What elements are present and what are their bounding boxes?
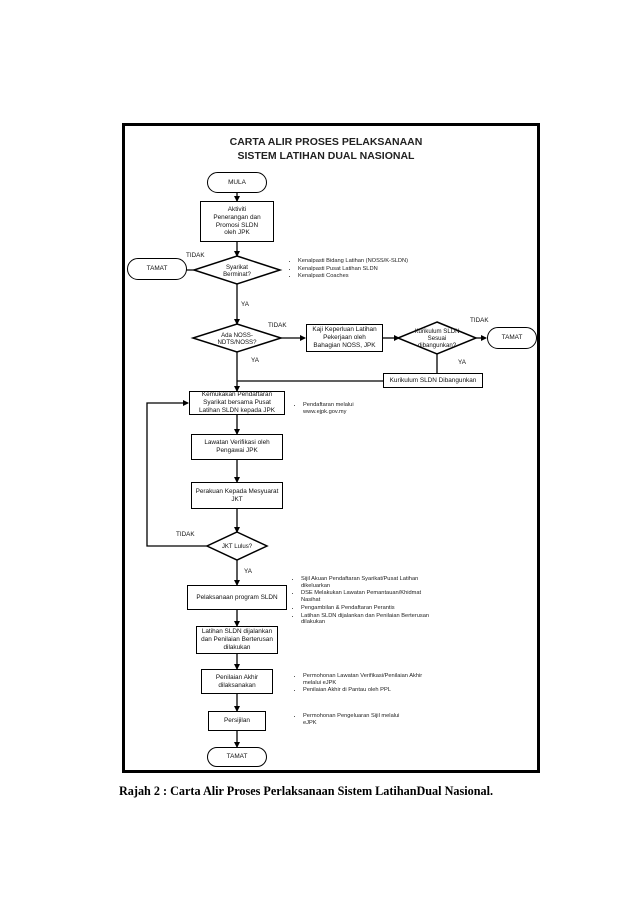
decision-kurikulum-shape <box>396 321 478 355</box>
note-item: Latihan SLDN dijalankan dan Penilaian Be… <box>301 613 468 626</box>
notes-persijilan: Permohonan Pengeluaran Sijil melalui eJP… <box>295 713 455 727</box>
node-persijilan: Persijilan <box>208 711 266 731</box>
node-kurikulum-dibangunkan: Kurikulum SLDN Dibangunkan <box>383 373 483 388</box>
node-tamat-3: TAMAT <box>207 747 267 767</box>
decision-kurikulum-label: Kurikulum SLDN Sesuai dibangunkan? <box>414 328 460 349</box>
node-aktiviti: Aktiviti Penerangan dan Promosi SLDN ole… <box>200 201 274 242</box>
note-item: Penilaian Akhir di Pantau oleh PPL <box>303 687 465 694</box>
note-item: Permohonan Pengeluaran Sijil melalui eJP… <box>303 713 455 726</box>
node-tamat-2: TAMAT <box>487 327 537 349</box>
label-ya-jkt: YA <box>244 568 252 575</box>
node-latihan-dijalankan: Latihan SLDN dijalankan dan Penilaian Be… <box>196 626 278 654</box>
notes-pelaksanaan: Sijil Akuan Pendaftaran Syarikat/Pusat L… <box>293 576 468 627</box>
note-item: Pendaftaran melalui www.ejpk.gov.my <box>303 402 415 415</box>
note-item: Sijil Akuan Pendaftaran Syarikat/Pusat L… <box>301 576 468 589</box>
node-tamat-1: TAMAT <box>127 258 187 280</box>
node-mula: MULA <box>207 172 267 193</box>
node-lawatan-verifikasi: Lawatan Verifikasi oleh Pengawai JPK <box>191 434 283 460</box>
decision-jkt-label: JKT Lulus? <box>221 542 253 550</box>
decision-noss-shape <box>190 323 284 353</box>
chart-title-line1: CARTA ALIR PROSES PELAKSANAAN <box>229 136 423 148</box>
note-item: DSE Melakukan Lawatan Pemantauan/Khidmat… <box>301 590 468 603</box>
label-tidak-noss: TIDAK <box>268 322 287 329</box>
notes-pendaftaran: Pendaftaran melalui www.ejpk.gov.my <box>295 402 415 416</box>
decision-jkt-shape <box>205 531 269 561</box>
label-tidak-jkt: TIDAK <box>176 531 195 538</box>
note-item: Kenalpasti Pusat Latihan SLDN <box>298 266 450 273</box>
notes-penilaian: Permohonan Lawatan Verifikasi/Penilaian … <box>295 673 465 695</box>
node-pelaksanaan-program: Pelaksanaan program SLDN <box>187 585 287 610</box>
note-item: Kenalpasti Bidang Latihan (NOSS/K-SLDN) <box>298 258 450 265</box>
note-item: Pengambilan & Pendaftaran Perantis <box>301 605 468 612</box>
label-tidak-syarikat: TIDAK <box>186 252 205 259</box>
decision-syarikat-label: Syarikat Berminat? <box>223 264 251 278</box>
label-tidak-kurikulum: TIDAK <box>470 317 489 324</box>
node-kaji-keperluan: Kaji Keperluan Latihan Pekerjaan oleh Ba… <box>306 324 383 352</box>
node-penilaian-akhir: Penilaian Akhir dilaksanakan <box>201 669 273 694</box>
label-ya-syarikat: YA <box>241 301 249 308</box>
node-kemukakan-pendaftaran: Kemukakan Pendaftaran Syarikat bersama P… <box>189 391 285 415</box>
chart-title-line2: SISTEM LATIHAN DUAL NASIONAL <box>237 150 415 162</box>
decision-noss-label: Ada NOSS- NDTS/NOSS? <box>217 332 257 346</box>
decision-syarikat-shape <box>191 255 283 285</box>
note-item: Permohonan Lawatan Verifikasi/Penilaian … <box>303 673 465 686</box>
notes-syarikat: Kenalpasti Bidang Latihan (NOSS/K-SLDN) … <box>290 258 450 281</box>
label-ya-noss: YA <box>251 357 259 364</box>
node-perakuan-jkt: Perakuan Kepada Mesyuarat JKT <box>191 482 283 509</box>
label-ya-kurikulum: YA <box>458 359 466 366</box>
figure-caption: Rajah 2 : Carta Alir Proses Perlaksanaan… <box>119 784 493 798</box>
note-item: Kenalpasti Coaches <box>298 273 450 280</box>
